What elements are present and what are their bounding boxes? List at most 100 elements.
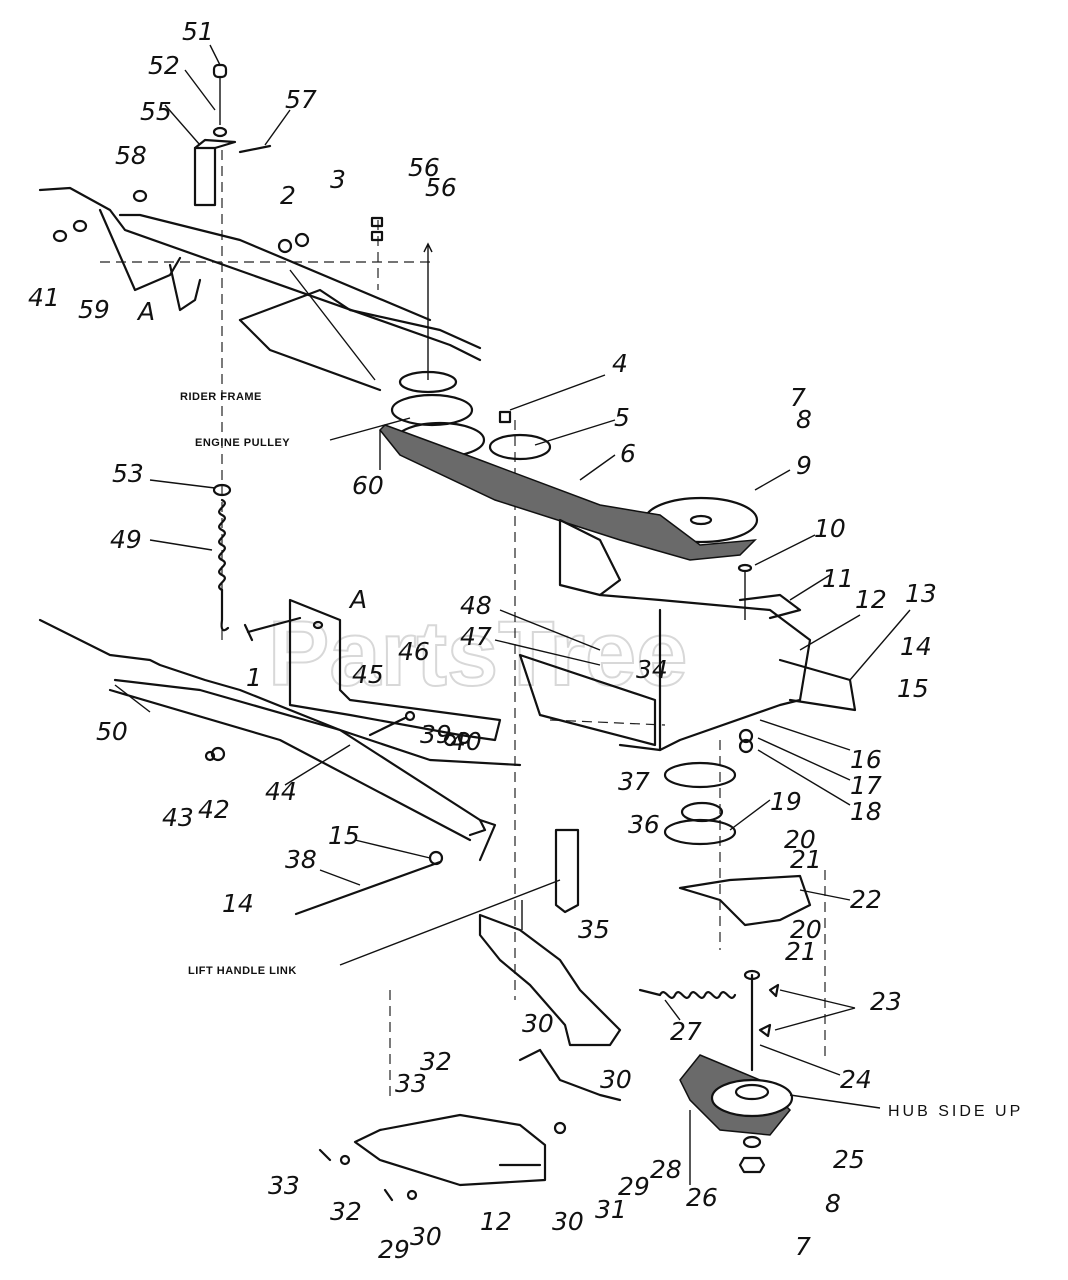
callout-49: 49 — [110, 525, 142, 554]
callout-a-top: A — [136, 297, 155, 326]
callout-47: 47 — [460, 622, 492, 651]
callout-3: 3 — [330, 165, 346, 194]
callout-15-mid: 15 — [328, 821, 360, 850]
callout-21-upper: 21 — [790, 845, 822, 874]
callout-40: 40 — [450, 727, 482, 756]
leader-lines — [114, 44, 911, 1185]
callout-55: 55 — [140, 97, 172, 126]
callout-17: 17 — [850, 771, 882, 800]
callout-14-right: 14 — [900, 632, 932, 661]
callout-45: 45 — [352, 660, 384, 689]
callout-16: 16 — [850, 745, 882, 774]
rider-frame — [38, 186, 482, 392]
callout-32-lower: 32 — [330, 1197, 362, 1226]
callout-27: 27 — [670, 1017, 702, 1046]
callout-4: 4 — [612, 349, 628, 378]
spring-49 — [212, 483, 232, 632]
bolt-1 — [243, 616, 302, 642]
callout-38: 38 — [285, 845, 317, 874]
callout-33-lower: 33 — [268, 1171, 300, 1200]
callout-8-top: 8 — [796, 405, 812, 434]
callout-41: 41 — [28, 283, 60, 312]
bottom-plate — [318, 1048, 622, 1202]
callout-50: 50 — [96, 717, 128, 746]
callout-36: 36 — [628, 810, 660, 839]
callout-53: 53 — [112, 459, 144, 488]
caption-lift-handle-link: LIFT HANDLE LINK — [188, 965, 297, 977]
callout-48: 48 — [460, 591, 492, 620]
callout-18: 18 — [850, 797, 882, 826]
callout-39: 39 — [420, 720, 452, 749]
callout-8-bottom: 8 — [825, 1189, 841, 1218]
callout-30-bottom: 30 — [410, 1222, 442, 1251]
callout-20-upper: 20 — [784, 825, 816, 854]
callout-12-top: 12 — [855, 585, 887, 614]
callout-a-mid: A — [348, 585, 367, 614]
callout-58: 58 — [115, 141, 147, 170]
callout-33-upper: 33 — [395, 1069, 427, 1098]
callout-5: 5 — [614, 403, 630, 432]
callout-13: 13 — [905, 579, 937, 608]
callout-51: 51 — [182, 17, 214, 46]
idler-arm — [743, 969, 780, 1072]
callout-7-bottom: 7 — [795, 1232, 811, 1261]
callout-32-upper: 32 — [420, 1047, 452, 1076]
drive-belt — [378, 424, 757, 561]
callout-15-right: 15 — [897, 674, 929, 703]
callout-6: 6 — [620, 439, 636, 468]
callout-24: 24 — [840, 1065, 872, 1094]
belt-guard — [678, 874, 812, 927]
callout-59: 59 — [78, 295, 110, 324]
center-plate — [518, 518, 857, 752]
lift-handle-link — [478, 828, 622, 1047]
callout-43: 43 — [162, 803, 194, 832]
callout-7-top: 7 — [790, 383, 806, 412]
callout-30-mid: 30 — [600, 1065, 632, 1094]
callout-14-mid: 14 — [222, 889, 254, 918]
callout-1: 1 — [246, 663, 262, 692]
callout-37: 37 — [618, 767, 650, 796]
callout-10: 10 — [814, 514, 846, 543]
callout-44: 44 — [265, 777, 297, 806]
callout-42: 42 — [198, 795, 230, 824]
callout-29-mid: 29 — [618, 1172, 650, 1201]
callout-21-lower: 21 — [785, 937, 817, 966]
lift-plate — [288, 598, 502, 742]
callout-9: 9 — [796, 451, 812, 480]
callout-56b: 56 — [425, 173, 457, 202]
callout-46: 46 — [398, 637, 430, 666]
caption-engine-pulley: ENGINE PULLEY — [195, 437, 290, 449]
callout-26: 26 — [686, 1183, 718, 1212]
callout-19: 19 — [770, 787, 802, 816]
pins — [204, 710, 471, 916]
caption-rider-frame: RIDER FRAME — [180, 391, 262, 403]
callout-57: 57 — [285, 85, 317, 114]
callout-23: 23 — [870, 987, 902, 1016]
callout-60: 60 — [352, 471, 384, 500]
alignment-lines — [100, 150, 826, 1100]
callout-25: 25 — [833, 1145, 865, 1174]
lower-rails — [38, 618, 522, 862]
spring-27 — [638, 988, 737, 999]
callout-29-bottom: 29 — [378, 1235, 410, 1264]
callouts: 51 52 55 57 58 41 59 A 2 3 56 56 4 5 6 7… — [28, 17, 937, 1264]
idler-pulley — [679, 1054, 794, 1174]
callout-35: 35 — [578, 915, 610, 944]
hardware-top — [277, 216, 384, 254]
callout-34: 34 — [636, 655, 668, 684]
callout-12-bottom: 12 — [480, 1207, 512, 1236]
callout-31: 31 — [595, 1195, 627, 1224]
caption-hub-side-up: HUB SIDE UP — [888, 1103, 1023, 1120]
bearing-stack — [663, 728, 754, 846]
engine-pulley — [390, 242, 759, 544]
callout-30-bottom-center: 30 — [552, 1207, 584, 1236]
callout-22: 22 — [850, 885, 882, 914]
callout-11: 11 — [822, 564, 854, 593]
callout-56a: 56 — [408, 153, 440, 182]
callout-2: 2 — [280, 181, 296, 210]
callout-20-lower: 20 — [790, 915, 822, 944]
callout-52: 52 — [148, 51, 180, 80]
top-bracket — [52, 63, 272, 243]
callout-28: 28 — [650, 1155, 682, 1184]
